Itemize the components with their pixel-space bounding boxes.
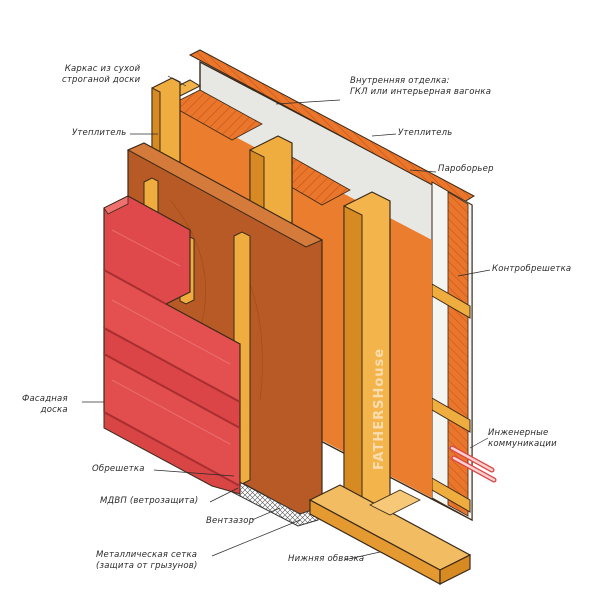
label-insulation-left: Утеплитель xyxy=(72,128,127,138)
label-air-gap: Вентзазор xyxy=(206,516,255,526)
bottom-plate xyxy=(308,484,472,586)
insulation-top-1 xyxy=(169,89,263,141)
leader-lines xyxy=(82,75,491,561)
label-counter-batten: Контробрешетка xyxy=(492,264,572,274)
label-metal-mesh: Металлическая сетка(защита от грызунов) xyxy=(96,550,198,571)
facade-siding xyxy=(103,195,241,495)
label-mdvp: МДВП (ветрозащита) xyxy=(100,496,199,506)
label-inner-finish: Внутренняя отделка:ГКЛ или интерьерная в… xyxy=(350,76,492,97)
stud-right xyxy=(343,191,391,527)
interior-finish-top xyxy=(188,49,476,203)
label-vapor-barrier: Пароборьер xyxy=(438,164,494,174)
outer-insulation-strip xyxy=(447,191,469,517)
label-bottom-plate: Нижняя обвязка xyxy=(288,554,365,564)
label-insulation-right: Утеплитель xyxy=(398,128,453,138)
watermark: FATHERSHouse xyxy=(372,347,387,470)
utility-pipes xyxy=(449,445,497,483)
label-battens: Обрешетка xyxy=(92,464,145,474)
